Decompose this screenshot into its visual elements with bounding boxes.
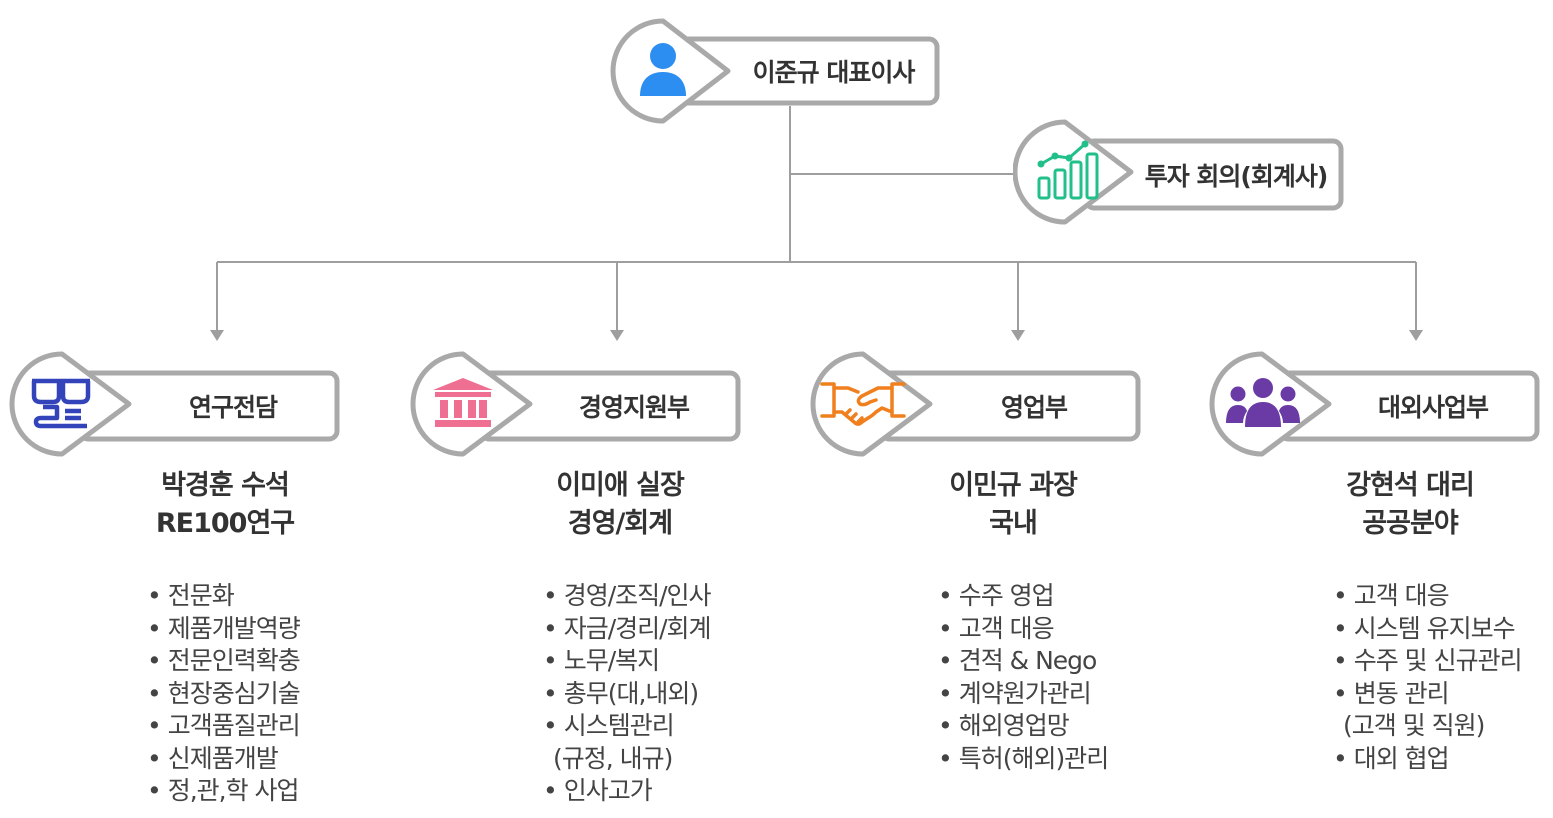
glasses-icon [29,374,93,434]
person-role: 경영/회계 [567,508,673,539]
person-name: 강현석 대리 [1346,470,1475,501]
dept-research-person: 박경훈 수석 RE100연구 [110,467,340,543]
duty-item: (고객 및 직원) [1343,711,1485,740]
group-icon [1225,377,1301,433]
duty-item: 견적 & Nego [938,645,1108,678]
duty-item: (규정, 내규) [553,743,673,773]
dept-sales-node-shape [810,351,1141,457]
duty-item: 인사고가 [543,775,711,808]
ceo-node: 이준규 대표이사 [608,18,942,128]
duty-item: 전문화 [147,580,300,613]
dept-research-duties: 전문화제품개발역량전문인력확충현장중심기술고객품질관리신제품개발정,관,학 사업 [147,580,301,808]
growth-chart-icon [1033,140,1103,206]
duty-item: 현장중심기술 [147,678,301,711]
duty-item: 수주 영업 [938,580,1108,613]
dept-external-duties: 고객 대응시스템 유지보수수주 및 신규관리변동 관리(고객 및 직원) 대외 협… [1333,580,1523,776]
duty-item: 수주 및 신규관리 [1333,645,1523,678]
dept-sales-duties: 수주 영업고객 대응견적 & Nego계약원가관리해외영업망특허(해외)관리 [938,580,1110,776]
duty-item: 신제품개발 [147,743,300,776]
dept-sales-person: 이민규 과장 국내 [898,467,1128,543]
investment-label: 투자 회의(회계사) [1144,161,1329,191]
person-role: RE100연구 [155,508,295,539]
dept-sales-node: 영업부 [808,350,1143,460]
person-name: 이민규 과장 [949,470,1078,501]
duty-item: 자금/경리/회계 [543,613,712,646]
duty-item: 총무(대,내외) [543,678,711,711]
duty-item: 고객 대응 [1333,580,1522,613]
dept-research-node: 연구전담 [7,350,342,460]
duty-item: 시스템 유지보수 [1333,613,1522,646]
duty-item: 계약원가관리 [938,678,1108,711]
ceo-label: 이준규 대표이사 [752,58,916,87]
dept-external-node: 대외사업부 [1207,350,1542,460]
duty-item: 고객품질관리 [147,710,301,743]
duty-item: 대외 협업 [1333,743,1522,776]
duty-item: 고객 대응 [938,613,1108,646]
dept-external-person: 강현석 대리 공공분야 [1295,467,1525,543]
external-arrow [1409,330,1423,341]
duty-item: 특허(해외)관리 [938,743,1110,776]
duty-item: 노무/복지 [543,645,711,678]
dept-management-node-shape [410,351,741,457]
dept-external-label: 대외사업부 [1377,393,1489,422]
duty-item: 전문인력확충 [147,645,301,678]
person-name: 이미애 실장 [556,470,685,501]
person-role: 공공분야 [1362,508,1458,539]
duty-item: 경영/조직/인사 [543,580,712,613]
duty-item: 정,관,학 사업 [147,775,300,808]
person-role: 국내 [989,508,1038,539]
management-arrow [610,330,624,341]
duty-item: 변동 관리 [1333,678,1522,711]
dept-management-node: 경영지원부 [408,350,743,460]
investment-node: 투자 회의(회계사) [1013,116,1347,226]
dept-sales-label: 영업부 [1000,393,1068,422]
dept-management-person: 이미애 실장 경영/회계 [505,467,735,543]
dept-research-label: 연구전담 [188,393,278,422]
person-icon [637,40,689,102]
dept-management-label: 경영지원부 [578,393,690,422]
duty-item: 해외영업망 [938,710,1108,743]
person-name: 박경훈 수석 [161,470,290,501]
bank-icon [431,376,495,434]
duty-item: 시스템관리 [543,710,711,743]
dept-management-duties: 경영/조직/인사자금/경리/회계노무/복지총무(대,내외)시스템관리(규정, 내… [543,580,712,808]
duty-item: 제품개발역량 [147,613,301,646]
sales-arrow [1011,330,1025,341]
handshake-icon [820,378,906,434]
research-arrow [210,330,224,341]
